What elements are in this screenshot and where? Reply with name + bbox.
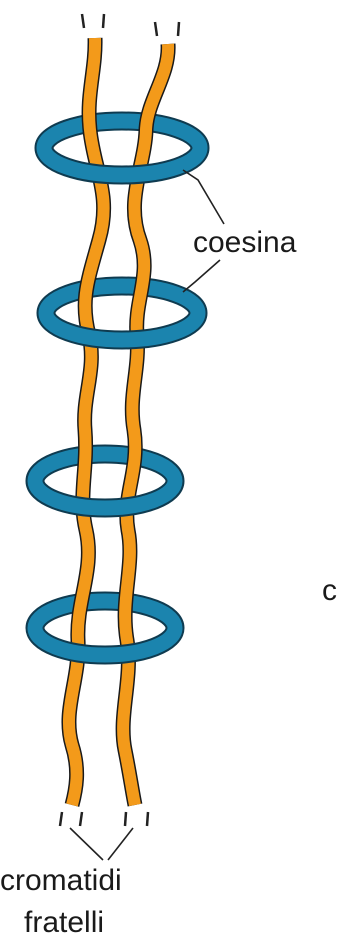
cohesin-ring-1 <box>44 148 200 175</box>
cohesin-rings-back <box>35 121 200 628</box>
cohesin-ring-3-back <box>35 454 175 481</box>
chromatids-leader-left <box>70 828 103 860</box>
cohesin-ring-2-back <box>46 286 198 313</box>
dash-bottom-left-2 <box>80 812 82 826</box>
dash-top-left-2 <box>103 14 104 28</box>
cohesin-leader-bottom <box>183 260 220 292</box>
cohesin-leader-top <box>183 170 224 224</box>
sister-chromatids-label-line1: cromatidi <box>0 864 122 897</box>
cohesin-ring-3 <box>35 481 175 508</box>
cohesin-ring-1-back <box>44 121 200 148</box>
chromatids-leader-right <box>108 828 133 860</box>
dash-bottom-right-1 <box>125 812 126 826</box>
dash-top-left-1 <box>82 14 84 28</box>
dash-bottom-left-1 <box>60 812 62 826</box>
cut-off-label: c <box>322 574 337 607</box>
cohesin-label: coesina <box>193 226 297 259</box>
sister-chromatids-label-line2: fratelli <box>24 906 104 939</box>
cohesin-ring-4 <box>35 628 175 655</box>
dash-top-right-1 <box>155 22 157 36</box>
dash-top-right-2 <box>178 22 179 36</box>
sister-chromatids <box>69 38 168 805</box>
cohesin-rings-front <box>35 148 200 655</box>
dash-bottom-right-2 <box>147 812 148 826</box>
chromatid-right <box>123 44 168 805</box>
cohesin-ring-4-back <box>35 601 175 628</box>
cohesin-ring-2 <box>46 313 198 340</box>
